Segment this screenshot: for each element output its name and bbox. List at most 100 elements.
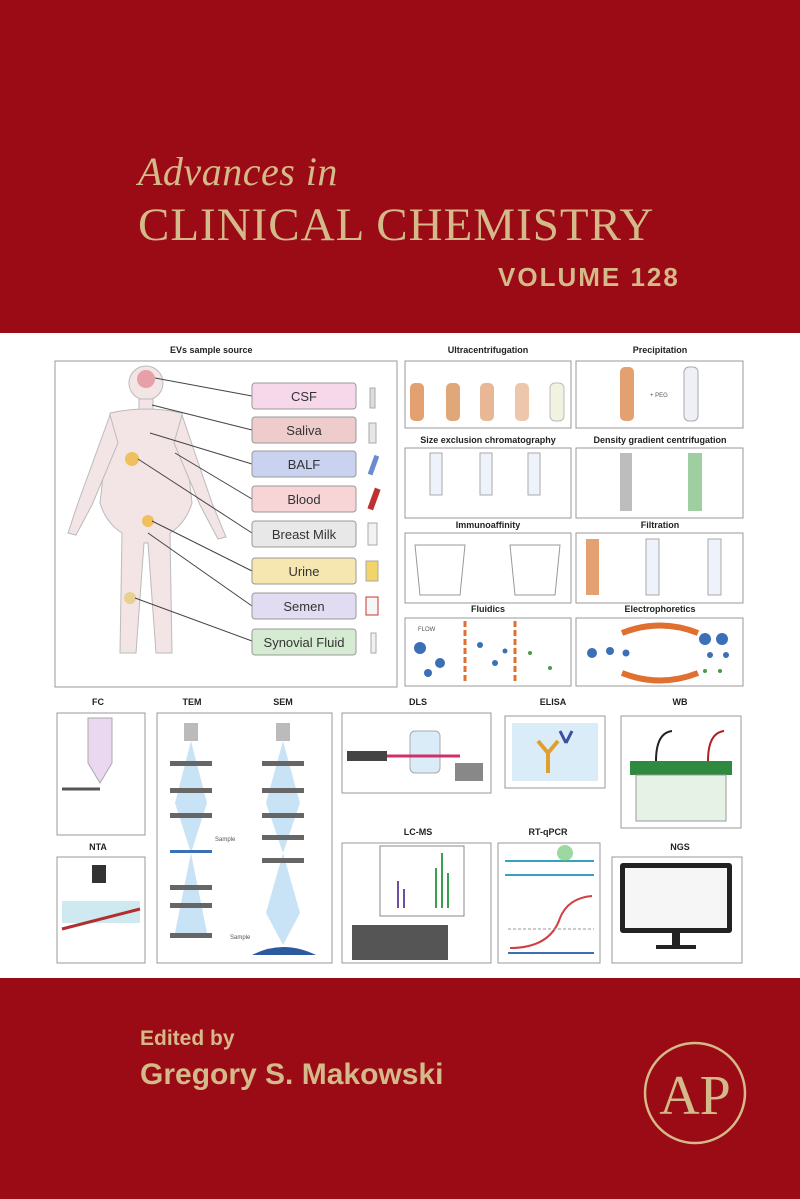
lc-ms-instrument (352, 925, 448, 960)
precipitation-tube-after (683, 366, 699, 422)
breast-mark (125, 452, 139, 466)
sample-source-title: EVs sample source (170, 345, 253, 355)
immunoaffinity-panel (404, 532, 572, 604)
source-label-saliva: Saliva (286, 423, 322, 438)
method-title-nta: NTA (89, 842, 107, 852)
method-title-wb: WB (673, 697, 688, 707)
method-title-tem: TEM (183, 697, 202, 707)
fluidics-panel (404, 617, 572, 687)
source-label-breast-milk: Breast Milk (272, 527, 337, 542)
dls-laser (347, 751, 387, 761)
ultracentrifuge-tubes (410, 382, 565, 422)
peg-label: + PEG (650, 393, 668, 399)
source-pill-csf (251, 382, 357, 410)
source-label-semen: Semen (283, 599, 324, 614)
method-title-lc-ms: LC-MS (404, 827, 433, 837)
method-title-fluidics: Fluidics (471, 604, 505, 614)
tem-lenses (170, 761, 212, 938)
volume-number: VOLUME 128 (498, 262, 680, 292)
nta-camera (92, 865, 106, 883)
fluidics-particles (414, 642, 552, 677)
knee-mark (124, 592, 136, 604)
logo-text: AP (659, 1065, 731, 1127)
brain-mark (137, 370, 155, 388)
bladder-mark (142, 515, 154, 527)
gradient-tube-after (688, 453, 702, 511)
electrophoretics-arc-bottom (620, 670, 700, 684)
wb-lid (630, 761, 732, 775)
fc-nozzle (87, 717, 113, 784)
isolation-methods: Ultracentrifugation Precipitation + PEG … (404, 345, 744, 687)
source-pill-urine (251, 557, 357, 585)
source-pill-breast-milk (251, 520, 357, 548)
filtration-tube-1 (586, 539, 599, 595)
elisa-well (512, 723, 598, 781)
edited-by-label: Edited by (140, 1027, 235, 1050)
source-label-synovial-fluid: Synovial Fluid (264, 635, 345, 650)
wb-cable-red (707, 730, 725, 762)
precipitation-panel (575, 360, 744, 429)
characterization-methods: FC TEM SEM Sample (56, 697, 743, 964)
lc-ms-peaks-purple (397, 881, 405, 908)
method-title-elisa: ELISA (540, 697, 567, 707)
sem-gun (276, 723, 290, 741)
nta-chamber (62, 901, 140, 923)
publisher-logo: AP (643, 1041, 747, 1145)
dls-cuvette (409, 730, 441, 774)
method-title-immunoaffinity: Immunoaffinity (456, 520, 521, 530)
source-label-csf: CSF (291, 389, 317, 404)
method-title-sec: Size exclusion chromatography (420, 435, 556, 445)
method-title-electrophoretics: Electrophoretics (624, 604, 695, 614)
nta-laser (61, 907, 141, 931)
density-gradient-panel (575, 447, 744, 519)
ngs-monitor-stand (672, 933, 680, 945)
series-title-line1: Advances in (138, 149, 338, 194)
source-label-urine: Urine (288, 564, 319, 579)
filtration-tube-2 (645, 538, 660, 596)
connector-lines (134, 377, 253, 642)
logo-ring (643, 1041, 747, 1145)
tem-sample-label: Sample (215, 837, 236, 843)
source-label-blood: Blood (287, 492, 320, 507)
electrophoretics-arc-top (620, 622, 700, 636)
source-pill-saliva (251, 416, 357, 444)
sem-sample-label: Sample (230, 935, 251, 941)
editor-name: Gregory S. Makowski (140, 1058, 444, 1091)
precipitation-tube-before (620, 367, 634, 421)
rt-qpcr-positive-curve (509, 895, 593, 949)
method-title-filtration: Filtration (641, 520, 680, 530)
source-label-balf: BALF (288, 457, 321, 472)
source-pill-synovial-fluid (251, 628, 357, 656)
immunoaffinity-well-2 (509, 544, 561, 596)
wb-tank (635, 774, 727, 822)
dls-detector (455, 763, 483, 781)
elisa-antibody-detect (558, 730, 574, 744)
sem-sample (252, 947, 316, 955)
wb-cable-black (655, 730, 673, 762)
lc-ms-peaks-green (435, 853, 449, 908)
sem-lenses (262, 761, 304, 863)
gradient-tube-before (620, 453, 632, 511)
source-pill-list: CSF Saliva BALF Blood Breast Milk Urine … (251, 382, 357, 656)
ev-methods-figure: EVs sample source (54, 345, 744, 964)
tem-sample-plane (170, 850, 212, 853)
sec-columns (429, 452, 541, 496)
rt-qpcr-panel (497, 842, 601, 964)
method-title-fc: FC (92, 697, 104, 707)
method-title-precipitation: Precipitation (633, 345, 688, 355)
series-title-line2: CLINICAL CHEMISTRY (138, 199, 655, 251)
ngs-monitor-base (656, 945, 696, 949)
method-title-dls: DLS (409, 697, 427, 707)
source-pill-semen (251, 592, 357, 620)
electrophoretics-particles (587, 633, 729, 673)
immunoaffinity-well-1 (414, 544, 466, 596)
tem-gun (184, 723, 198, 741)
flow-label: FLOW (418, 627, 436, 633)
source-pill-balf (251, 450, 357, 478)
method-title-density-gradient: Density gradient centrifugation (593, 435, 726, 445)
method-title-sem: SEM (273, 697, 293, 707)
source-pill-blood (251, 485, 357, 513)
elisa-antibody-capture (536, 739, 560, 773)
method-title-rt-qpcr: RT-qPCR (529, 827, 568, 837)
